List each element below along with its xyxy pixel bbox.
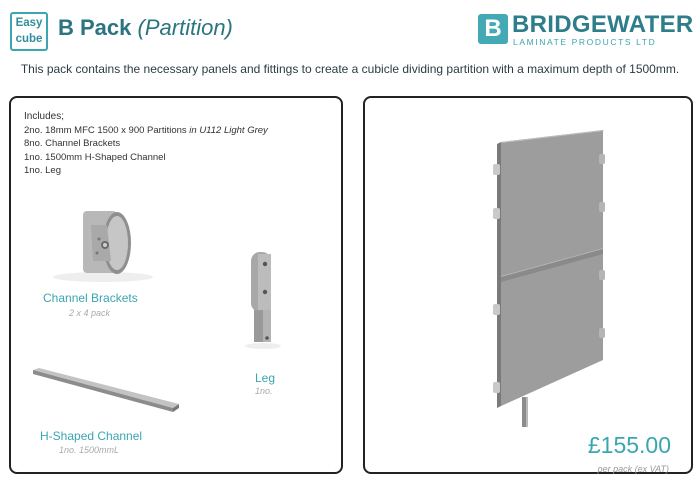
includes-item-partitions: 2no. 18mm MFC 1500 x 900 Partitions in U…: [24, 124, 268, 138]
bracket-1: [493, 164, 500, 175]
includes-item-brackets: 8no. Channel Brackets: [24, 138, 121, 149]
h-channel-label: H-Shaped Channel: [40, 429, 143, 443]
includes-list: Includes; 2no. 18mm MFC 1500 x 900 Parti…: [24, 110, 268, 178]
product-panel: £155.00 per pack (ex VAT): [363, 96, 693, 474]
leg-label: Leg: [255, 371, 276, 385]
contents-panel: Includes; 2no. 18mm MFC 1500 x 900 Parti…: [9, 96, 343, 474]
logo-name: BRIDGEWATER: [512, 11, 694, 38]
channel-brackets-label: Channel Brackets: [43, 291, 138, 305]
leg-sub: 1no.: [255, 386, 273, 396]
h-channel-sub: 1no. 1500mmL: [59, 445, 120, 455]
price-note: per pack (ex VAT): [597, 464, 669, 474]
bracket-8: [599, 328, 605, 338]
bracket-3: [493, 304, 500, 315]
title-sub: (Partition): [137, 15, 233, 40]
badge-line-1: Easy: [15, 17, 43, 29]
partitions-text: 2no. 18mm MFC 1500 x 900 Partitions: [24, 124, 187, 136]
badge-line-2: cube: [15, 33, 43, 45]
bracket-7: [599, 270, 605, 280]
includes-item-channel: 1no. 1500mm H-Shaped Channel: [24, 151, 166, 163]
bracket-5: [599, 154, 605, 164]
bridgewater-logo: B BRIDGEWATER LAMINATE PRODUCTS LTD: [478, 11, 694, 48]
bracket-4: [493, 382, 500, 393]
includes-heading: Includes;: [24, 111, 65, 122]
logo-mark-icon: B: [478, 14, 508, 44]
partition-illustration: [493, 130, 605, 427]
price: £155.00: [587, 432, 671, 458]
intro-text: This pack contains the necessary panels …: [20, 62, 680, 76]
channel-brackets-sub: 2 x 4 pack: [69, 308, 111, 318]
bracket-6: [599, 202, 605, 212]
bracket-2: [493, 208, 500, 219]
title-main: B Pack: [58, 15, 132, 40]
logo-tagline: LAMINATE PRODUCTS LTD: [513, 37, 657, 47]
page-header: Easy cube B Pack (Partition) B BRIDGEWAT…: [0, 0, 700, 92]
page-title: B Pack (Partition): [58, 15, 233, 41]
h-channel-illustration: [33, 368, 179, 412]
channel-bracket-illustration: [53, 211, 153, 282]
easy-cube-badge: Easy cube: [10, 12, 48, 51]
partitions-finish: in U112 Light Grey: [189, 124, 268, 136]
leg-illustration: [245, 252, 281, 349]
includes-item-leg: 1no. Leg: [24, 165, 61, 176]
